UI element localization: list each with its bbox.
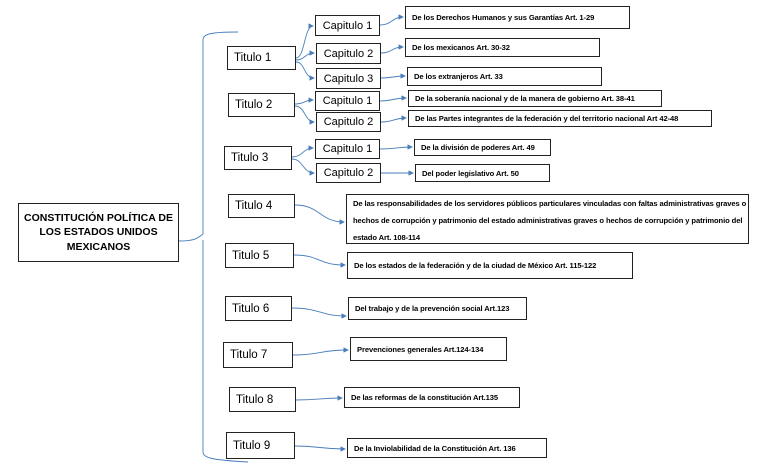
link-t3-c1 — [291, 145, 314, 158]
titulo-2-box: Titulo 2 — [228, 93, 295, 117]
titulo-2-capitulo-1-desc: De la soberanía nacional y de la manera … — [408, 90, 662, 107]
titulo-2-label: Titulo 2 — [235, 99, 273, 111]
titulo-8-desc: De las reformas de la constitución Art.1… — [344, 387, 520, 408]
link-t7-desc — [292, 347, 349, 356]
titulo-6-desc-text: Del trabajo y de la prevención social Ar… — [355, 304, 510, 313]
titulo-1-capitulo-3-desc: De los extranjeros Art. 33 — [407, 67, 602, 86]
titulo-9-desc: De la Inviolabilidad de la Constitución … — [347, 438, 547, 458]
titulo-3-capitulo-1-desc-text: De la división de poderes Art. 49 — [421, 143, 535, 152]
titulo-2-capitulo-1-label: Capitulo 1 — [322, 95, 373, 107]
titulo-9-box: Titulo 9 — [226, 432, 295, 459]
titulo-4-desc-text: De las responsabilidades de los servidor… — [353, 199, 747, 242]
link-t9-desc — [294, 445, 346, 452]
root-brace-bottom — [202, 240, 249, 463]
root-box: CONSTITUCIÓN POLÍTICA DE LOS ESTADOS UNI… — [18, 203, 179, 262]
titulo-5-desc: De los estados de la federación y de la … — [347, 252, 633, 279]
titulo-7-label: Titulo 7 — [230, 349, 268, 361]
titulo-1-capitulo-1-desc: De los Derechos Humanos y sus Garantías … — [405, 6, 630, 29]
titulo-1-capitulo-1-desc-text: De los Derechos Humanos y sus Garantías … — [412, 13, 595, 22]
titulo-3-capitulo-2-desc: Del poder legislativo Art. 50 — [415, 164, 550, 182]
titulo-2-capitulo-1-desc-text: De la soberanía nacional y de la manera … — [415, 94, 635, 103]
titulo-9-desc-text: De la Inviolabilidad de la Constitución … — [354, 443, 516, 453]
titulo-2-capitulo-2-box: Capitulo 2 — [316, 112, 381, 132]
titulo-1-box: Titulo 1 — [227, 46, 296, 70]
link-t3c1-desc — [379, 144, 413, 150]
titulo-1-label: Titulo 1 — [234, 52, 272, 64]
titulo-8-box: Titulo 8 — [229, 387, 296, 412]
titulo-7-box: Titulo 7 — [223, 342, 293, 368]
titulo-3-capitulo-2-desc-text: Del poder legislativo Art. 50 — [422, 168, 519, 178]
titulo-1-capitulo-3-desc-text: De los extranjeros Art. 33 — [414, 72, 503, 81]
link-t1c1-desc — [379, 14, 404, 26]
titulo-6-label: Titulo 6 — [232, 302, 270, 315]
titulo-5-label: Titulo 5 — [232, 249, 270, 262]
link-t5-desc — [293, 254, 346, 268]
link-t4-desc — [294, 204, 345, 225]
root-label: CONSTITUCIÓN POLÍTICA DE LOS ESTADOS UNI… — [24, 212, 173, 253]
link-t2c2-desc — [380, 115, 407, 123]
titulo-8-label: Titulo 8 — [236, 393, 274, 406]
link-t8-desc — [295, 395, 343, 401]
titulo-1-capitulo-2-box: Capitulo 2 — [316, 43, 381, 64]
titulo-3-capitulo-1-label: Capitulo 1 — [322, 143, 373, 155]
titulo-4-desc: De las responsabilidades de los servidor… — [346, 194, 749, 244]
titulo-1-capitulo-3-label: Capitulo 3 — [323, 72, 374, 85]
titulo-8-desc-text: De las reformas de la constitución Art.1… — [351, 393, 499, 402]
titulo-1-capitulo-2-desc-text: De los mexicanos Art. 30-32 — [412, 43, 510, 52]
link-t1c3-desc — [380, 73, 406, 79]
titulo-1-capitulo-3-box: Capitulo 3 — [316, 68, 381, 89]
titulo-9-label: Titulo 9 — [233, 439, 271, 452]
titulo-1-capitulo-1-label: Capitulo 1 — [322, 19, 373, 32]
link-t1c2-desc — [380, 44, 404, 54]
titulo-5-box: Titulo 5 — [225, 243, 294, 268]
link-t1-c1 — [295, 23, 314, 59]
titulo-3-capitulo-2-label: Capitulo 2 — [323, 167, 374, 179]
titulo-6-box: Titulo 6 — [225, 296, 292, 321]
titulo-2-capitulo-2-desc: De las Partes integrantes de la federaci… — [408, 110, 712, 127]
titulo-1-capitulo-2-label: Capitulo 2 — [323, 47, 374, 60]
titulo-6-desc: Del trabajo y de la prevención social Ar… — [348, 297, 527, 320]
titulo-2-capitulo-2-desc-text: De las Partes integrantes de la federaci… — [415, 114, 679, 123]
titulo-3-capitulo-2-box: Capitulo 2 — [316, 163, 381, 183]
titulo-3-label: Titulo 3 — [231, 152, 269, 164]
link-t6-desc — [291, 307, 347, 319]
titulo-7-desc: Prevenciones generales Art.124-134 — [350, 337, 507, 361]
titulo-2-capitulo-2-label: Capitulo 2 — [323, 116, 374, 128]
titulo-3-box: Titulo 3 — [224, 146, 292, 170]
link-t2-c2 — [294, 105, 315, 125]
titulo-2-capitulo-1-box: Capitulo 1 — [315, 91, 380, 111]
link-t1-c2 — [295, 50, 315, 61]
titulo-4-box: Titulo 4 — [228, 194, 295, 218]
titulo-7-desc-text: Prevenciones generales Art.124-134 — [357, 344, 484, 354]
titulo-1-capitulo-1-box: Capitulo 1 — [315, 15, 380, 36]
root-brace-top — [178, 31, 239, 242]
titulo-1-capitulo-2-desc: De los mexicanos Art. 30-32 — [405, 38, 600, 57]
titulo-3-capitulo-1-box: Capitulo 1 — [315, 139, 380, 159]
link-t2c1-desc — [379, 95, 407, 102]
link-t3-c2 — [291, 158, 315, 176]
titulo-4-label: Titulo 4 — [235, 200, 273, 212]
titulo-3-capitulo-1-desc: De la división de poderes Art. 49 — [414, 139, 551, 156]
titulo-5-desc-text: De los estados de la federación y de la … — [354, 261, 597, 270]
link-t2-c1 — [294, 97, 314, 105]
link-t1-c3 — [295, 61, 315, 81]
